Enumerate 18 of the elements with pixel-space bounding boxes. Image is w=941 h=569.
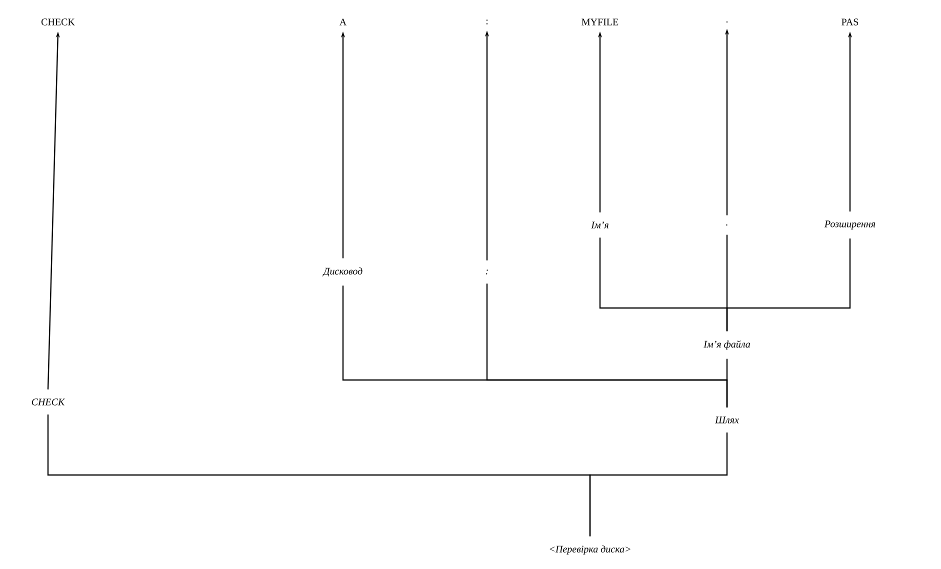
part-label: Дисковод <box>322 268 362 276</box>
part-label: Ім’я <box>591 222 608 228</box>
bracket-line <box>589 432 728 536</box>
part-label: Шлях <box>714 416 739 424</box>
bracket-line <box>726 358 728 408</box>
part-label: . <box>726 224 728 226</box>
part-label: CHECK <box>32 398 66 406</box>
part-label: <Перевірка диска> <box>550 545 630 555</box>
token-label: . <box>726 21 728 23</box>
token-label: A <box>340 18 347 26</box>
part-label: : <box>486 270 488 274</box>
token-label: MYFILE <box>582 18 618 26</box>
token-label: PAS <box>842 18 858 26</box>
token-label: : <box>486 20 488 24</box>
part-label: Розширення <box>824 220 876 230</box>
bracket-line <box>726 238 851 332</box>
token-label: CHECK <box>41 18 75 26</box>
part-label: Ім’я файла <box>704 340 750 350</box>
